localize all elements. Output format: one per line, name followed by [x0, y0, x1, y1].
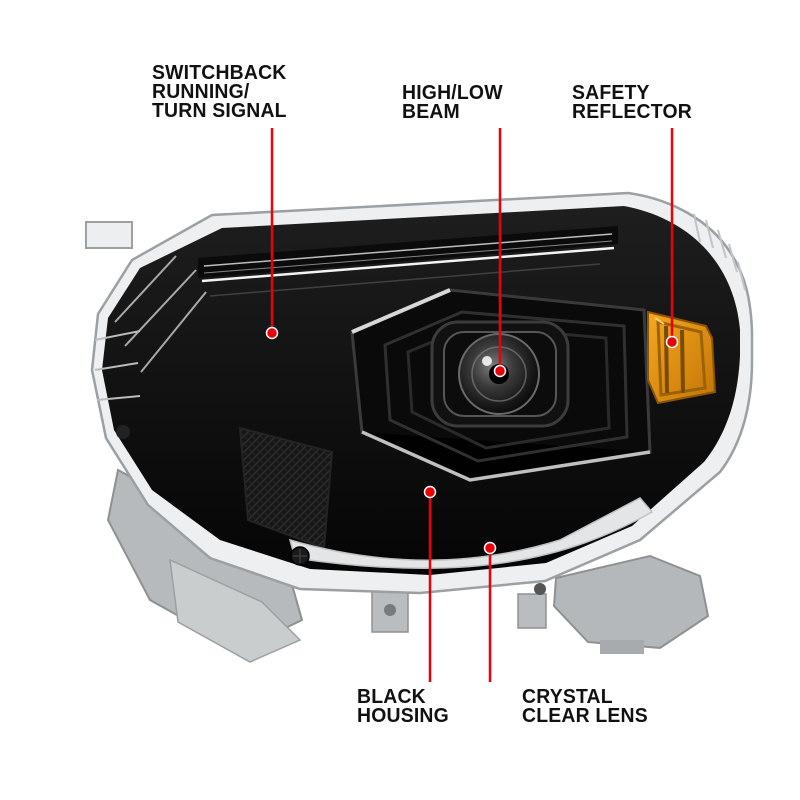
callout-label-line: TURN SIGNAL	[152, 100, 287, 122]
callout-label-line: SWITCHBACK	[152, 62, 287, 84]
lower-right-tab	[600, 640, 644, 654]
callout-label-safety-reflector: SAFETY REFLECTOR	[572, 82, 692, 123]
callout-dot-reflector	[665, 335, 679, 349]
callout-label-line: REFLECTOR	[572, 101, 692, 123]
lens-highlight	[482, 356, 492, 366]
lens-ribbing	[693, 213, 746, 291]
lens-reflection-streaks	[114, 255, 207, 373]
top-left-mount-tab	[85, 221, 133, 249]
callout-label-line: HOUSING	[357, 705, 449, 727]
callout-label-crystal-clear-lens: CRYSTAL CLEAR LENS	[522, 686, 648, 727]
callout-label-line: RUNNING/	[152, 81, 250, 103]
callout-dot-housing	[423, 485, 437, 499]
left-rim-steps	[94, 330, 141, 401]
callout-label-high-low-beam: HIGH/LOW BEAM	[402, 82, 503, 123]
callout-label-black-housing: BLACK HOUSING	[357, 686, 449, 727]
callout-lines	[270, 128, 674, 682]
mounting-brackets	[85, 221, 710, 663]
adjuster-screws	[116, 425, 546, 595]
callout-label-line: BLACK	[357, 686, 426, 708]
amber-safety-reflector	[647, 310, 717, 405]
callout-label-line: SAFETY	[572, 82, 650, 104]
callout-label-line: CRYSTAL	[522, 686, 613, 708]
callout-dot-lens	[483, 541, 497, 555]
callout-label-switchback-running-turn-signal: SWITCHBACK RUNNING/ TURN SIGNAL	[152, 62, 287, 122]
bracket-screw	[384, 604, 396, 616]
light-guide-strip	[351, 288, 451, 334]
callout-dots	[265, 326, 679, 555]
callout-dot-switchback	[265, 326, 279, 340]
callout-label-line: BEAM	[402, 101, 460, 123]
bottom-center-tab-2	[517, 593, 547, 629]
callout-label-line: HIGH/LOW	[402, 82, 503, 104]
callout-label-line: CLEAR LENS	[522, 705, 648, 727]
callout-dot-beam	[493, 364, 507, 378]
lower-left-bracket-2	[169, 558, 302, 663]
lower-clear-lens-band	[288, 497, 654, 569]
lower-right-bracket	[552, 554, 710, 650]
